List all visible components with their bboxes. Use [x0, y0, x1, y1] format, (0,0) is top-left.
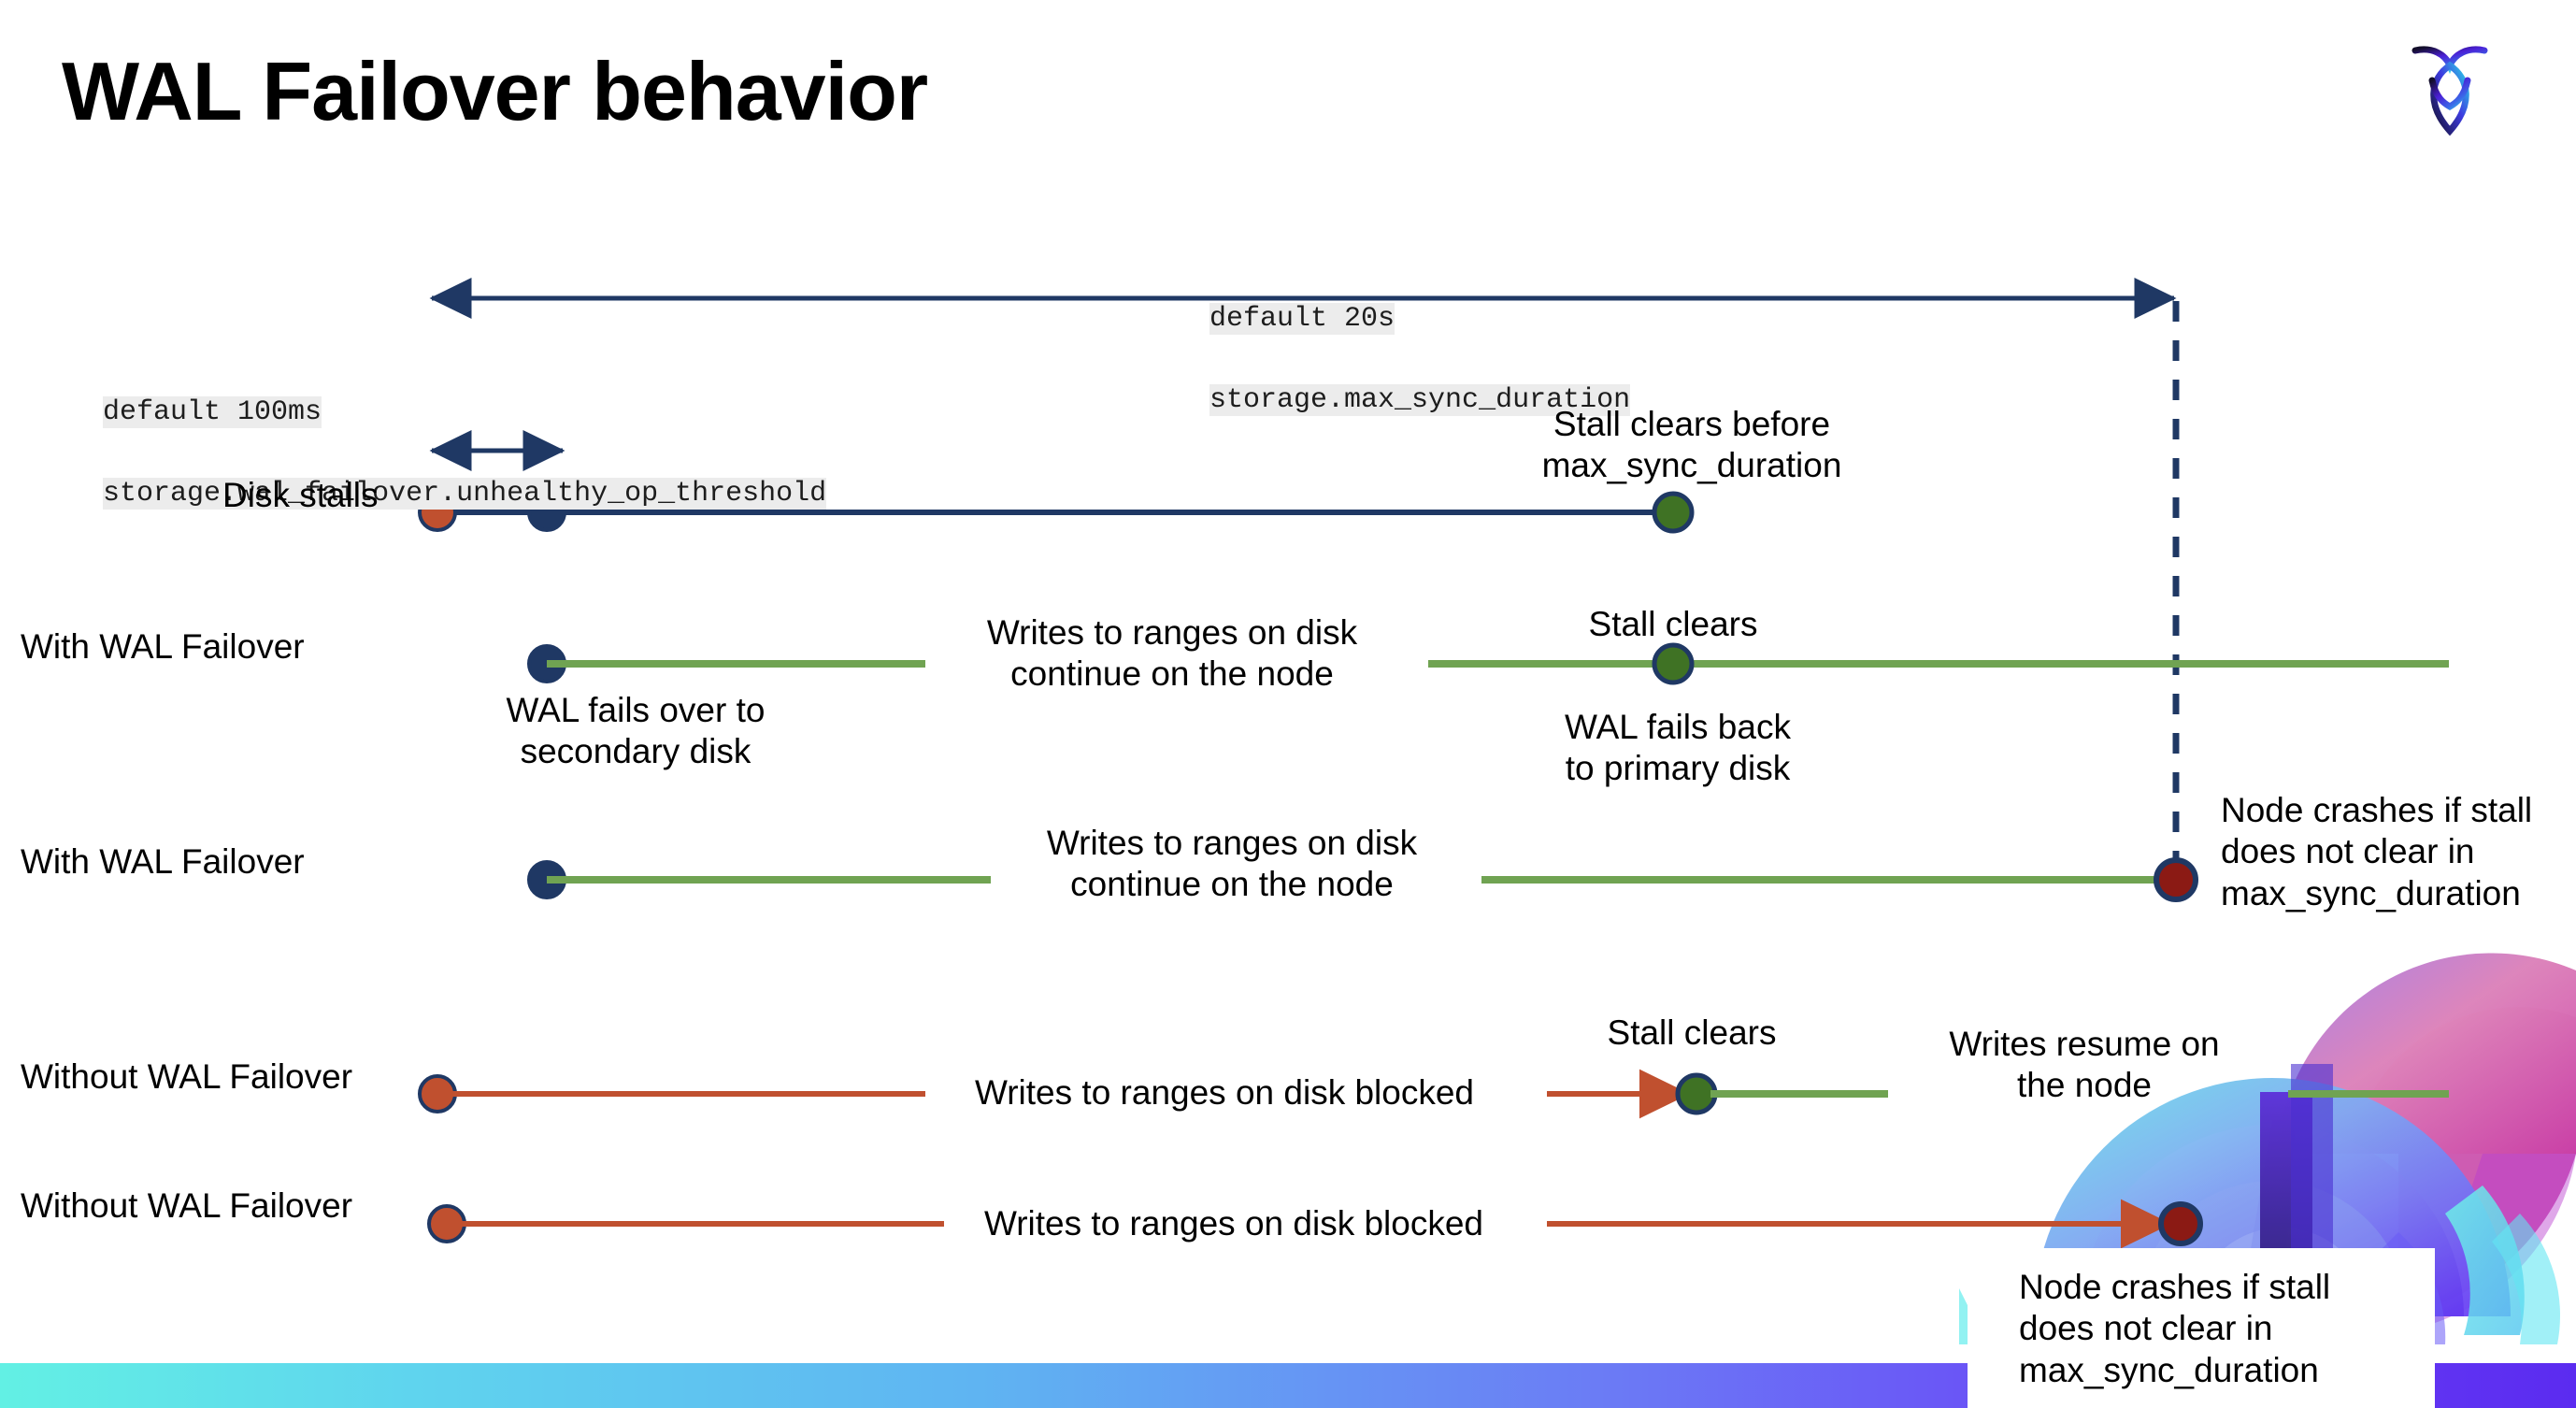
max-sync-duration-setting: default 20s storage.max_sync_duration — [1142, 258, 1631, 462]
disk-stall-clear-dot — [1652, 491, 1695, 534]
note-stall-clears-1: Stall clears — [1588, 605, 1758, 643]
note-stall-clears-before: Stall clears before max_sync_duration — [1541, 405, 1842, 485]
note-stall-clears-2: Stall clears — [1607, 1013, 1777, 1052]
row-label-with-wal-failover-2: With WAL Failover — [21, 842, 305, 882]
note-wal-fails-back: WAL fails back to primary disk — [1565, 708, 1791, 788]
cockroachdb-logo — [2411, 46, 2488, 136]
page-title: WAL Failover behavior — [62, 45, 928, 137]
row-label-without-wal-failover-2: Without WAL Failover — [21, 1186, 353, 1226]
node-crash-callout-box — [1968, 1248, 2435, 1408]
max-sync-setting-name: storage.max_sync_duration — [1209, 383, 1631, 416]
row-label-with-wal-failover-1: With WAL Failover — [21, 627, 305, 667]
unhealthy-op-threshold-setting: default 100ms storage.wal_failover.unhea… — [36, 352, 827, 555]
note-writes-continue-1: Writes to ranges on disk continue on the… — [986, 613, 1358, 694]
note-writes-blocked-1: Writes to ranges on disk blocked — [974, 1073, 1475, 1112]
note-wal-fails-over: WAL fails over to secondary disk — [506, 691, 766, 771]
row-label-without-wal-failover-1: Without WAL Failover — [21, 1057, 353, 1097]
max-sync-default-label: default 20s — [1209, 302, 1395, 335]
unhealthy-setting-name: storage.wal_failover.unhealthy_op_thresh… — [103, 477, 827, 510]
note-writes-continue-2: Writes to ranges on disk continue on the… — [1046, 824, 1418, 904]
note-node-crashes-2: Node crashes if stall does not clear in … — [2019, 1268, 2331, 1389]
row4-stall-clear-dot — [1675, 1072, 1718, 1115]
row2-stall-clear-dot — [1652, 642, 1695, 685]
note-writes-blocked-2: Writes to ranges on disk blocked — [983, 1204, 1484, 1243]
note-node-crashes-1: Node crashes if stall does not clear in … — [2221, 791, 2533, 912]
row5-node-crash-dot — [2158, 1201, 2203, 1246]
unhealthy-default-label: default 100ms — [103, 395, 322, 428]
row3-node-crash-dot — [2154, 857, 2198, 902]
note-writes-resume: Writes resume on the node — [1949, 1025, 2220, 1105]
row-label-disk-stalls: Disk stalls — [222, 476, 379, 515]
